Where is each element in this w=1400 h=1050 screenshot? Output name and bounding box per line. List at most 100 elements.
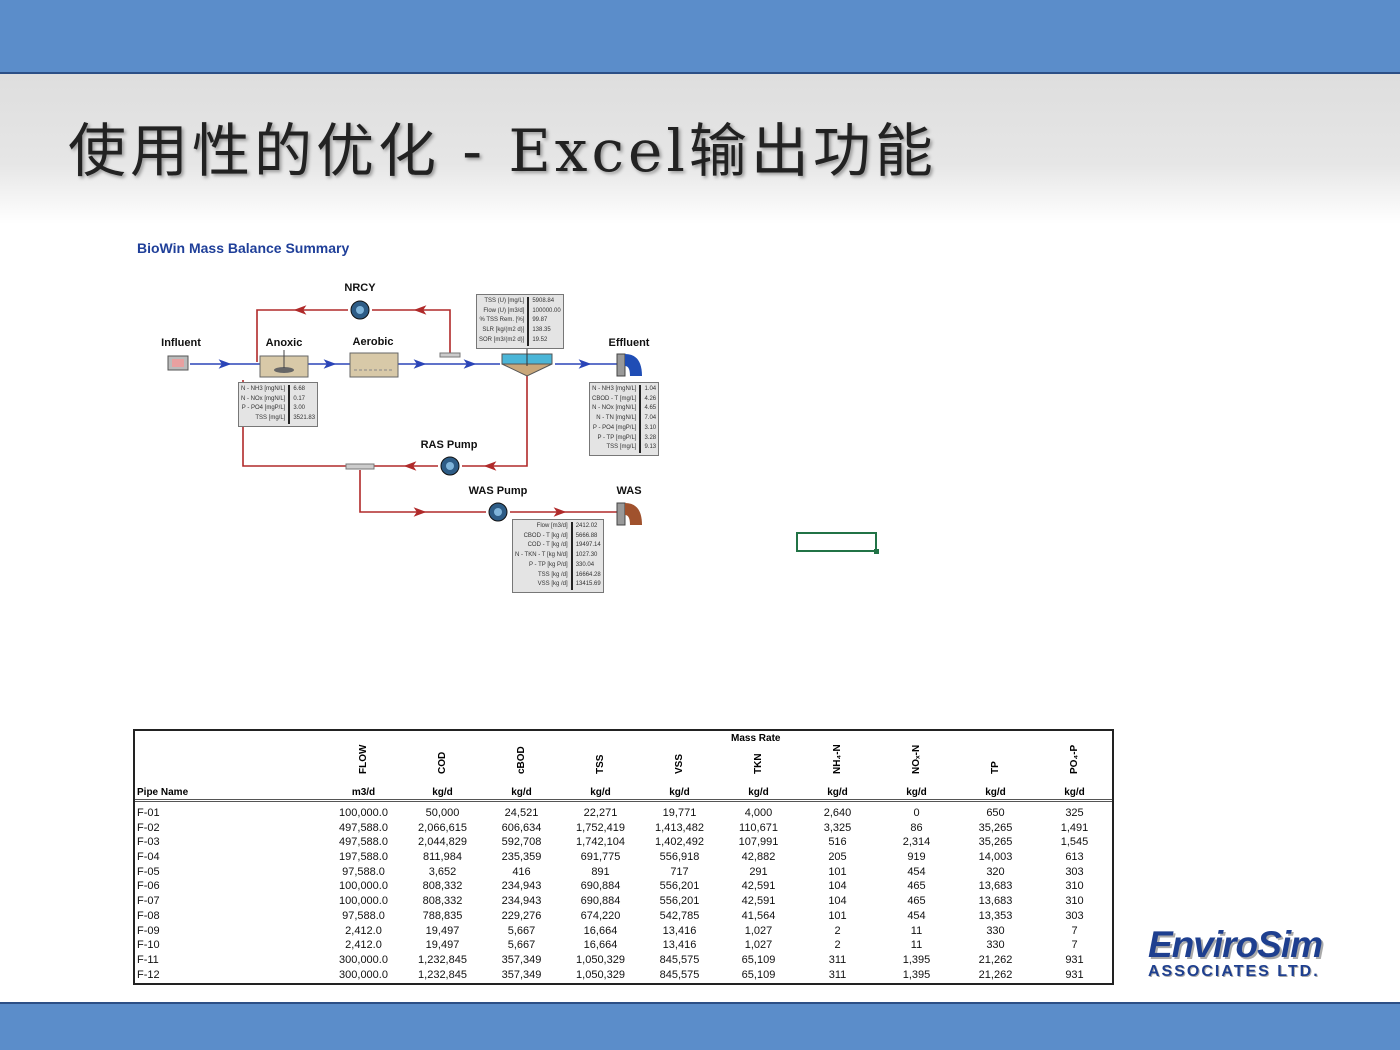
anoxic-label: Anoxic [266, 337, 303, 349]
value-cell: 300,000.0 [339, 968, 388, 981]
data-box-key: P - PO4 [mgP/L] [241, 405, 286, 412]
value-cell: 0 [913, 807, 920, 819]
data-box-value: 4.65 [644, 405, 657, 412]
pipe-name-header: Pipe Name [137, 787, 189, 798]
tee-junction [345, 463, 375, 470]
value-cell: 1,545 [1060, 836, 1089, 849]
value-cell: 454 [907, 865, 926, 878]
data-box-key: N - TKN - T [kg N/d] [515, 552, 568, 559]
value-cell: 2,044,829 [418, 836, 467, 849]
value-cell: 330 [986, 939, 1005, 952]
value-cell: 100,000.0 [339, 880, 388, 893]
mass-rate-header: Mass Rate [731, 733, 781, 744]
data-box-value: 16664.28 [575, 571, 601, 578]
column-name: TKN [752, 753, 764, 774]
logo-subtitle: ASSOCIATES LTD. [1148, 963, 1320, 980]
clarifier-data-box: TSS (U) [mg/L]Flow (U) [m3/d]% TSS Rem. … [476, 294, 564, 349]
value-cell: 50,000 [425, 807, 460, 819]
data-box-key: CBOD - T [mg/L] [592, 395, 637, 402]
value-cell: 717 [670, 865, 689, 878]
value-cell: 3,325 [823, 821, 852, 834]
column-header: TP [956, 741, 1035, 785]
value-cell: 606,634 [501, 821, 542, 834]
data-box-key: N - NOx [mgN/L] [592, 405, 637, 412]
value-cell: 97,588.0 [342, 865, 385, 878]
value-cell: 42,882 [741, 851, 776, 864]
pipe-name-cell: F-05 [137, 865, 160, 878]
value-cell: 65,109 [741, 953, 776, 966]
data-box-value: 2412.02 [575, 523, 598, 529]
column-name: VSS [673, 753, 685, 774]
column-name: FLOW [357, 744, 369, 774]
influent-icon [167, 355, 189, 371]
effluent-data-box: N - NH3 [mgN/L] CBOD - T [mg/L] N - NOx [m… [589, 382, 660, 456]
data-box-key: TSS [mg/L] [606, 444, 637, 451]
value-cell: 416 [512, 865, 531, 878]
data-box-value: 3.10 [644, 424, 657, 431]
nrcy-pump-icon[interactable] [350, 300, 370, 320]
value-cell: 235,359 [501, 851, 542, 864]
value-cell: 891 [591, 865, 610, 878]
value-cell: 16,664 [583, 924, 618, 937]
value-cell: 2,314 [902, 836, 931, 849]
value-cell: 1,232,845 [418, 953, 467, 966]
data-box-key: TSS [kg /d] [538, 571, 568, 578]
value-cell: 13,416 [662, 924, 697, 937]
data-box-value: 6.68 [293, 386, 306, 392]
value-cell: 465 [907, 880, 926, 893]
value-cell: 205 [828, 851, 847, 864]
data-box-value: 5666.88 [575, 532, 598, 539]
selected-cell[interactable] [796, 532, 879, 554]
value-cell: 1,050,329 [576, 968, 625, 981]
data-box-value: 9.13 [644, 444, 657, 451]
data-box-value: 19497.14 [575, 542, 601, 549]
value-cell: 497,588.0 [339, 821, 388, 834]
value-cell: 1,027 [744, 939, 773, 952]
value-cell: 22,271 [583, 807, 618, 819]
data-box-key: Flow [m3/d] [536, 523, 568, 529]
nrcy-label: NRCY [344, 282, 376, 294]
clarifier-icon [501, 348, 553, 377]
pipe-name-cell: F-12 [137, 968, 160, 981]
tee-junction [439, 352, 461, 358]
was-label: WAS [616, 485, 641, 497]
data-box-key: N - NOx [mgN/L] [241, 395, 286, 402]
value-cell: 2,412.0 [345, 924, 382, 937]
effluent-label: Effluent [609, 337, 650, 349]
pipe-name-cell: F-01 [137, 807, 160, 819]
value-cell: 4,000 [744, 807, 773, 819]
value-cell: 674,220 [580, 909, 621, 922]
slide-title: 使用性的优化 - Excel输出功能 [68, 117, 937, 185]
value-cell: 5,667 [507, 924, 536, 937]
column-name: TP [989, 761, 1001, 774]
pipe-name-cell: F-07 [137, 895, 160, 908]
column-header: TKN [719, 741, 798, 785]
value-cell: 197,588.0 [339, 851, 388, 864]
data-box-value: 7.04 [644, 415, 657, 422]
value-cell: 845,575 [659, 968, 700, 981]
aerobic-label: Aerobic [353, 336, 394, 348]
value-cell: 690,884 [580, 895, 621, 908]
data-box-value: 3521.83 [293, 415, 316, 422]
data-box-value: 99.87 [532, 317, 548, 324]
data-box-key: N - NH3 [mgN/L] [592, 386, 637, 392]
value-cell: 808,332 [422, 895, 463, 908]
was-pump-icon[interactable] [488, 502, 508, 522]
ras-pump-icon[interactable] [440, 456, 460, 476]
data-box-key: P - TP [mgP/L] [597, 434, 637, 441]
value-cell: 516 [828, 836, 847, 849]
title-band [0, 74, 1400, 224]
value-cell: 2,066,615 [418, 821, 467, 834]
value-cell: 101 [828, 865, 847, 878]
value-cell: 19,497 [425, 939, 460, 952]
column-name: NOₓ-N [910, 744, 922, 774]
value-cell: 357,349 [501, 953, 542, 966]
value-cell: 931 [1065, 968, 1084, 981]
value-cell: 542,785 [659, 909, 700, 922]
value-cell: 42,591 [741, 880, 776, 893]
